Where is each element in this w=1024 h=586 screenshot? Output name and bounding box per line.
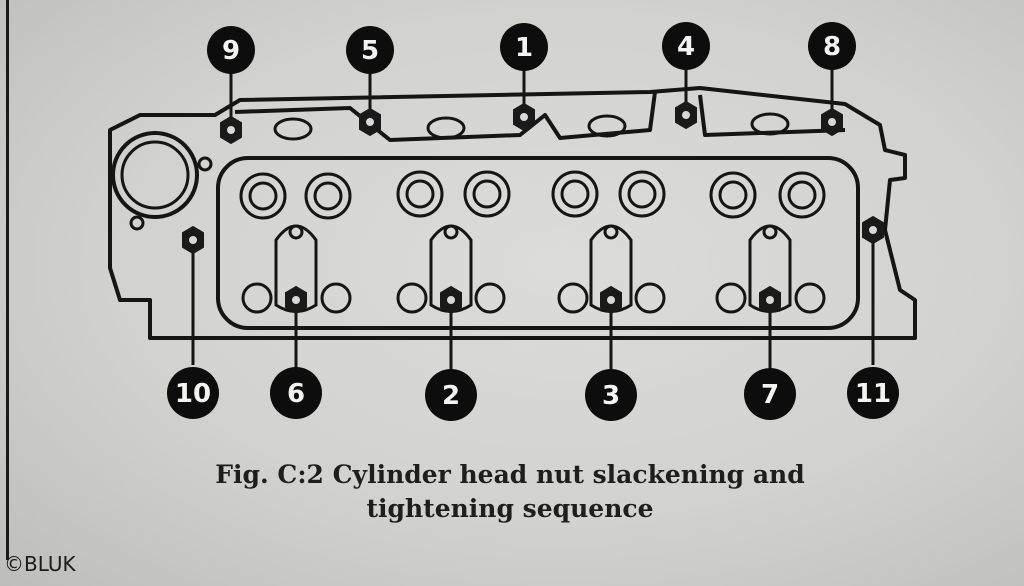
pedestal-hole (288, 224, 304, 240)
sequence-number: 1 (515, 33, 533, 63)
side-hole (794, 282, 826, 314)
side-hole (474, 282, 506, 314)
side-hole (241, 282, 273, 314)
cylinder-head-diagram: 9 5 1 4 8 10 6 2 3 7 11 (108, 22, 917, 421)
sequence-number: 6 (287, 379, 305, 409)
pedestal-hole (603, 224, 619, 240)
sequence-number: 10 (175, 379, 211, 409)
valve-seat (304, 172, 352, 220)
pedestal-hole (443, 224, 459, 240)
head-nut-10 (182, 225, 204, 255)
sequence-number: 3 (602, 381, 620, 411)
port-oval (426, 116, 466, 140)
head-nut-11 (862, 215, 884, 245)
copyright-notice: ©BLUK (4, 552, 76, 576)
rocker-pedestal (274, 224, 318, 313)
sequence-number: 7 (761, 380, 779, 410)
sequence-marker-6: 6 (270, 367, 322, 419)
valve-seat (248, 181, 278, 211)
sequence-marker-9: 9 (207, 26, 255, 74)
valve-seat (405, 179, 435, 209)
valve-seat (560, 179, 590, 209)
thermostat-boss (111, 131, 199, 219)
valve-seat (778, 171, 826, 219)
combustion-deck (216, 156, 860, 330)
head-nut-7 (759, 285, 781, 315)
sequence-number: 11 (855, 379, 891, 409)
head-nut-6 (285, 285, 307, 315)
sequence-number: 4 (677, 32, 695, 62)
head-nut-8 (821, 107, 843, 137)
caption-line-1: Fig. C:2 Cylinder head nut slackening an… (215, 460, 805, 489)
valve-seat (718, 180, 748, 210)
sequence-marker-4: 4 (662, 22, 710, 70)
valve-seat (396, 170, 444, 218)
sequence-number: 5 (361, 36, 379, 66)
rocker-pedestal (748, 224, 792, 313)
sequence-number: 2 (442, 381, 460, 411)
side-hole (557, 282, 589, 314)
sequence-marker-1: 1 (500, 23, 548, 71)
valve-seat (709, 171, 757, 219)
head-nut-1 (513, 102, 535, 132)
sequence-marker-8: 8 (808, 22, 856, 70)
valve-seat (618, 170, 666, 218)
port-oval (750, 112, 790, 136)
side-hole (320, 282, 352, 314)
rocker-pedestal (429, 224, 473, 313)
port-oval (273, 117, 313, 141)
caption-line-2: tightening sequence (366, 494, 654, 523)
rocker-pedestal (589, 224, 633, 313)
pedestal-hole (762, 224, 778, 240)
sequence-marker-5: 5 (346, 26, 394, 74)
head-nut-9 (220, 115, 242, 145)
side-hole (715, 282, 747, 314)
sequence-number: 8 (823, 32, 841, 62)
thermostat-bore (120, 140, 190, 210)
thermostat-small-hole (129, 215, 145, 231)
page-edge-rule (6, 0, 9, 560)
head-nut-5 (359, 107, 381, 137)
figure-caption: Fig. C:2 Cylinder head nut slackening an… (150, 458, 870, 526)
valve-seat (472, 179, 502, 209)
valve-seat (787, 180, 817, 210)
thermostat-small-hole (197, 156, 213, 172)
valve-seat (313, 181, 343, 211)
sequence-marker-11: 11 (847, 367, 899, 419)
sequence-marker-2: 2 (425, 369, 477, 421)
port-oval (587, 114, 627, 138)
valve-seat (551, 170, 599, 218)
sequence-marker-10: 10 (167, 367, 219, 419)
head-nut-2 (440, 285, 462, 315)
valve-seat (627, 179, 657, 209)
head-nut-4 (675, 100, 697, 130)
valve-seat (463, 170, 511, 218)
sequence-number: 9 (222, 36, 240, 66)
side-hole (396, 282, 428, 314)
cylinder-head-outline (108, 86, 917, 340)
sequence-marker-3: 3 (585, 369, 637, 421)
sequence-marker-7: 7 (744, 368, 796, 420)
side-hole (634, 282, 666, 314)
head-nut-3 (600, 285, 622, 315)
valve-seat (239, 172, 287, 220)
